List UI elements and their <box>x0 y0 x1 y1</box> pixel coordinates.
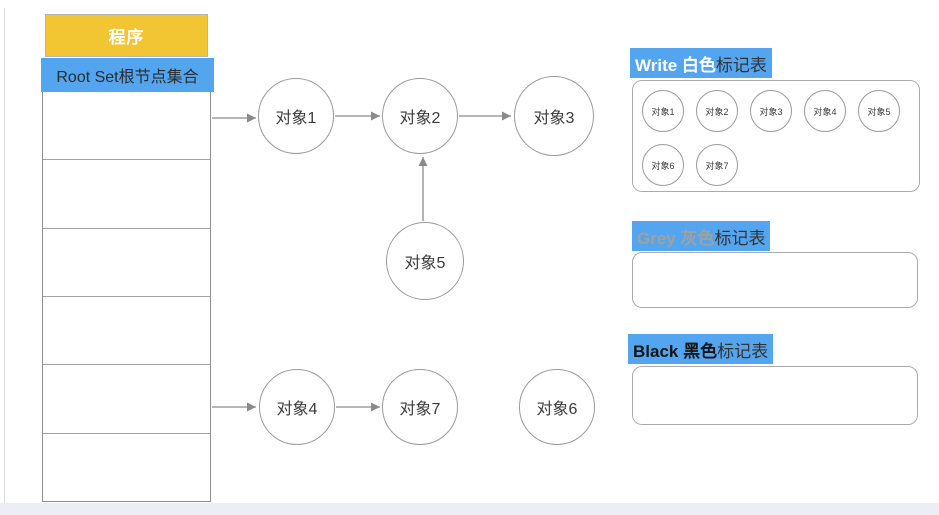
white-table-label: Write 白色标记表 <box>630 48 772 78</box>
stack-row <box>43 229 210 297</box>
object-node-4: 对象4 <box>259 369 335 445</box>
object-node-2: 对象2 <box>382 78 458 154</box>
stack-row <box>43 297 210 366</box>
white-item-obj6: 对象6 <box>642 144 684 186</box>
white-table-box: 对象1 对象2 对象3 对象4 对象5 对象6 对象7 <box>632 80 920 192</box>
object-node-3: 对象3 <box>514 76 594 156</box>
white-item-obj2: 对象2 <box>696 90 738 132</box>
object-node-5: 对象5 <box>386 222 464 300</box>
grey-table-label: Grey 灰色标记表 <box>632 221 771 251</box>
black-table-label: Black 黑色标记表 <box>628 334 774 364</box>
white-item-obj1: 对象1 <box>642 90 684 132</box>
black-table-box <box>632 366 918 425</box>
white-table-label-en: Write 白色 <box>635 55 716 75</box>
program-header: 程序 <box>45 14 208 57</box>
white-item-obj4: 对象4 <box>804 90 846 132</box>
grey-table-box <box>632 252 918 308</box>
window-bottom-edge <box>0 503 939 515</box>
grey-table-label-en: Grey 灰色 <box>637 228 715 248</box>
stack-table <box>42 92 211 502</box>
object-node-6: 对象6 <box>519 369 595 445</box>
black-table-label-en: Black 黑色 <box>633 341 718 361</box>
window-left-edge <box>4 8 5 503</box>
root-set-row: Root Set根节点集合 <box>41 58 214 92</box>
grey-table-label-cn: 标记表 <box>714 228 766 248</box>
white-table-label-cn: 标记表 <box>715 55 767 75</box>
white-item-obj5: 对象5 <box>858 90 900 132</box>
white-item-obj3: 对象3 <box>750 90 792 132</box>
stack-row <box>43 365 210 434</box>
stack-row <box>43 92 210 161</box>
white-item-obj7: 对象7 <box>696 144 738 186</box>
object-node-1: 对象1 <box>258 78 334 154</box>
object-node-7: 对象7 <box>382 369 458 445</box>
stack-row <box>43 434 210 501</box>
stack-row <box>43 160 210 229</box>
black-table-label-cn: 标记表 <box>717 341 769 361</box>
